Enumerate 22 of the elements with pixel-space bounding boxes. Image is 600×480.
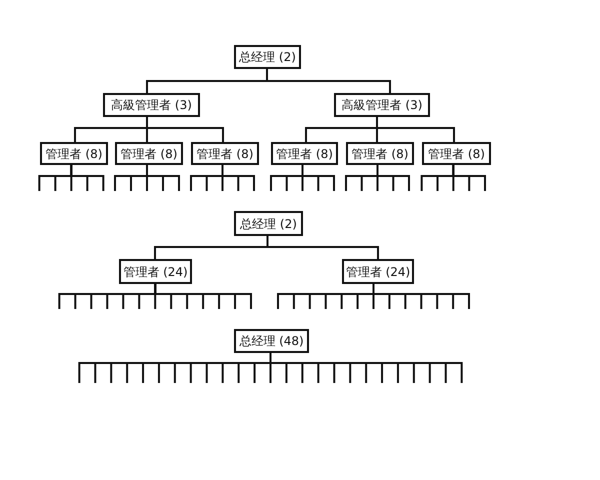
role-box: 管理者 (8) — [422, 142, 491, 165]
role-box: 高級管理者 (3) — [334, 93, 430, 117]
connector-line — [146, 165, 180, 191]
role-box: 管理者 (8) — [40, 142, 108, 165]
role-box: 高級管理者 (3) — [103, 93, 200, 117]
connector-line — [452, 165, 486, 191]
connector-line — [146, 117, 224, 142]
connector-line — [376, 117, 455, 142]
role-box: 管理者 (8) — [346, 142, 414, 165]
role-box: 管理者 (24) — [119, 259, 192, 284]
role-box: 管理者 (8) — [271, 142, 338, 165]
role-box: 管理者 (24) — [342, 259, 414, 284]
connector-line — [222, 165, 255, 191]
connector-line — [376, 165, 410, 191]
role-box: 管理者 (8) — [191, 142, 259, 165]
connector-line — [266, 236, 379, 259]
role-box: 管理者 (8) — [115, 142, 183, 165]
role-box: 总经理 (2) — [234, 45, 301, 69]
connector-line — [70, 165, 104, 191]
role-box: 总经理 (48) — [234, 329, 309, 353]
role-box: 总经理 (2) — [234, 211, 303, 236]
connector-line — [302, 165, 335, 191]
